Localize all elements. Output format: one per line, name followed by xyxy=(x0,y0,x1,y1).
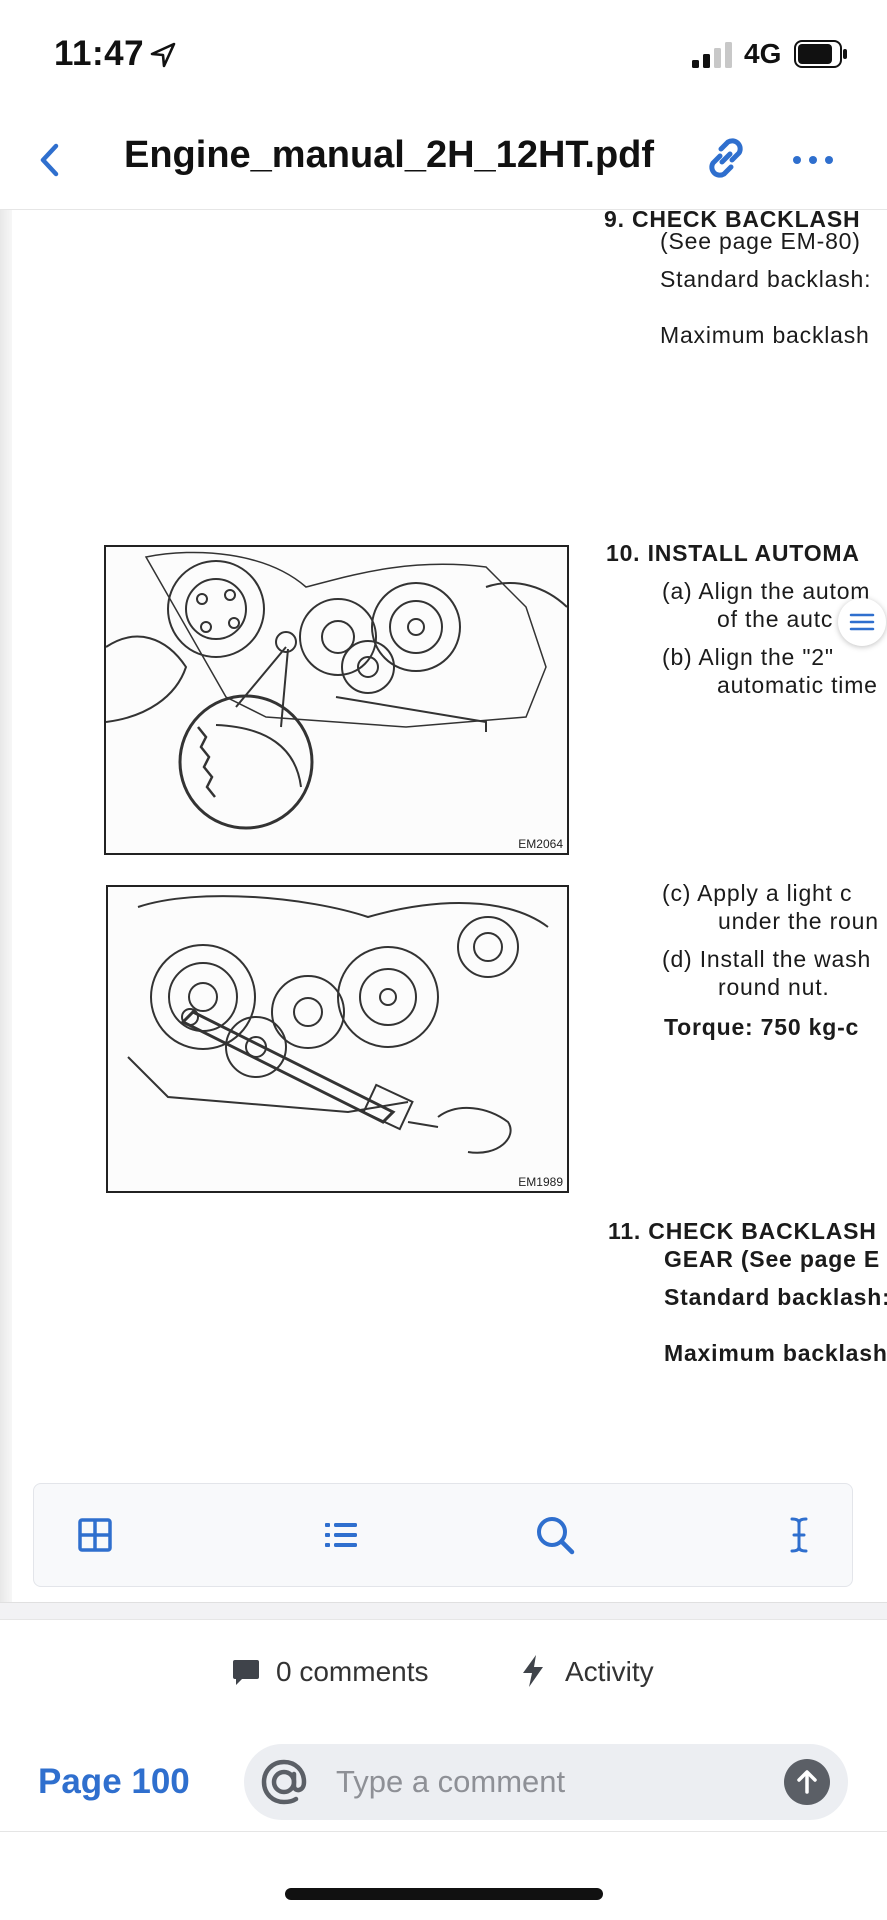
text-select-button[interactable] xyxy=(774,1510,824,1560)
chevron-left-icon[interactable] xyxy=(30,134,70,186)
pdf-line: (See page EM-80) xyxy=(660,228,861,254)
comment-row: Page 100 xyxy=(0,1740,887,1832)
search-icon xyxy=(537,1517,575,1555)
torque-wrench-illustration xyxy=(127,895,549,1154)
pdf-line: Standard backlash: xyxy=(664,1284,887,1310)
meta-row: 0 comments Activity xyxy=(0,1640,887,1710)
search-button[interactable] xyxy=(530,1510,580,1560)
pdf-line: 10. INSTALL AUTOMA xyxy=(606,540,860,566)
list-icon xyxy=(325,1523,357,1547)
document-title: Engine_manual_2H_12HT.pdf xyxy=(124,134,655,176)
home-indicator[interactable] xyxy=(285,1888,603,1900)
outline-list-button[interactable] xyxy=(316,1510,366,1560)
location-arrow-icon xyxy=(150,42,176,68)
more-icon[interactable] xyxy=(788,134,838,186)
figure-code: EM2064 xyxy=(518,837,563,851)
gear-alignment-illustration xyxy=(105,551,568,830)
pdf-line: (a) Align the autom xyxy=(662,578,871,604)
pdf-line: of the autc xyxy=(717,606,834,632)
pdf-line: round nut. xyxy=(718,974,830,1000)
send-button[interactable] xyxy=(784,1759,830,1805)
pdf-line: Standard backlash: xyxy=(660,266,872,292)
pdf-line: 9. CHECK BACKLASH xyxy=(604,210,861,232)
pdf-line: (d) Install the wash xyxy=(662,946,872,972)
pdf-line: (b) Align the "2" xyxy=(662,644,834,670)
pdf-line: GEAR (See page E xyxy=(664,1246,881,1272)
figure-torque-wrench: EM1989 xyxy=(106,885,569,1193)
pdf-line: automatic time xyxy=(717,672,878,698)
pdf-line: 11. CHECK BACKLASH xyxy=(608,1218,877,1244)
comment-bubble-icon[interactable] xyxy=(232,1658,260,1688)
nav-bar: Engine_manual_2H_12HT.pdf xyxy=(0,110,887,210)
list-lines-icon xyxy=(849,613,875,631)
comment-input[interactable] xyxy=(336,1758,736,1806)
viewer-toolbar xyxy=(33,1483,853,1587)
pdf-line: (c) Apply a light c xyxy=(662,880,853,906)
grid-icon xyxy=(78,1518,112,1552)
page-edge-shadow xyxy=(0,210,12,1602)
lightning-icon[interactable] xyxy=(520,1654,546,1688)
battery-icon xyxy=(794,40,847,68)
at-mention-icon[interactable] xyxy=(258,1756,310,1808)
network-label: 4G xyxy=(744,38,782,69)
status-bar: 11:47 4G xyxy=(0,0,887,110)
pdf-page-view[interactable]: 9. CHECK BACKLASH (See page EM-80) Stand… xyxy=(0,210,887,1602)
pdf-line: Maximum backlash xyxy=(664,1340,887,1366)
signal-bars-icon xyxy=(692,42,732,68)
arrow-up-icon xyxy=(797,1770,817,1794)
comments-count[interactable]: 0 comments xyxy=(276,1656,429,1687)
section-divider xyxy=(0,1602,887,1620)
thumbnails-button[interactable] xyxy=(70,1510,120,1560)
activity-label[interactable]: Activity xyxy=(565,1656,654,1687)
figure-code: EM1989 xyxy=(518,1175,563,1189)
status-time: 11:47 xyxy=(54,34,145,73)
comment-input-container[interactable] xyxy=(244,1744,848,1820)
figure-gear-alignment: EM2064 xyxy=(104,545,569,855)
pdf-line: Maximum backlash xyxy=(660,322,870,348)
link-icon[interactable] xyxy=(700,132,752,184)
pdf-line: under the roun xyxy=(718,908,879,934)
page-number-label[interactable]: Page 100 xyxy=(38,1762,190,1801)
outline-button[interactable] xyxy=(838,598,886,646)
text-cursor-icon xyxy=(790,1517,808,1553)
pdf-line: Torque: 750 kg-c xyxy=(664,1014,860,1040)
